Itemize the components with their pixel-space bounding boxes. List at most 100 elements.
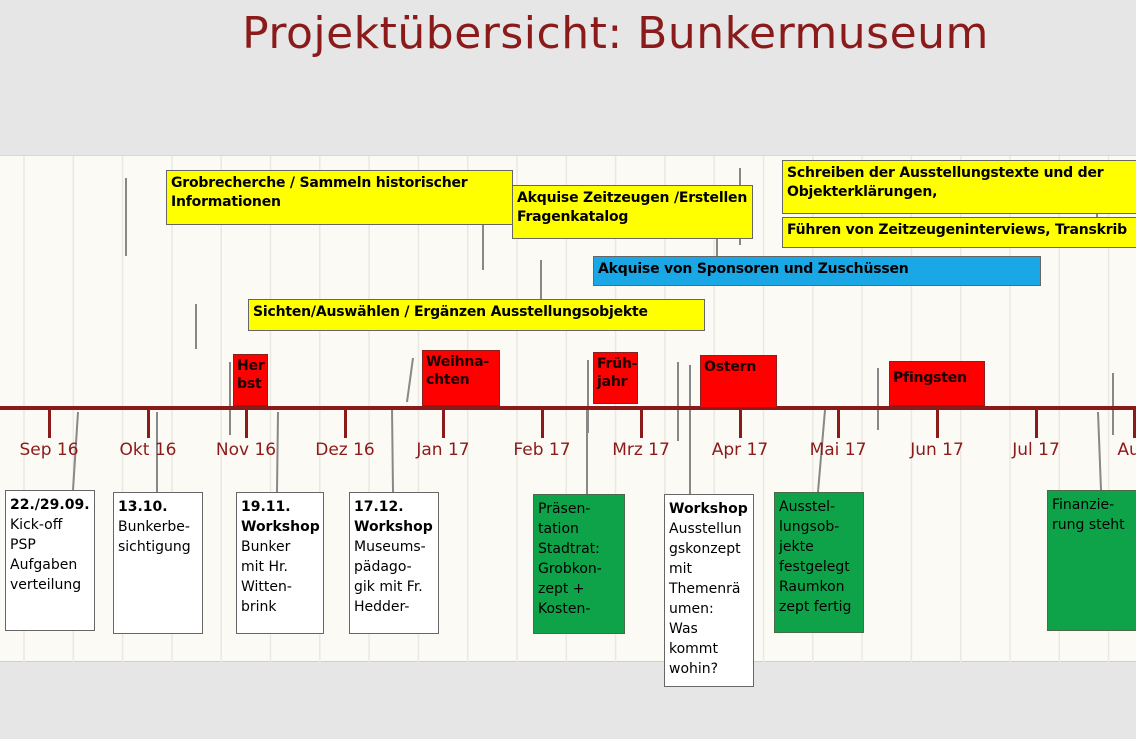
task-label: Grobrecherche / Sammeln historischer: [171, 175, 468, 191]
month-label: Jun 17: [910, 440, 964, 460]
month-label: Jul 17: [1012, 440, 1060, 460]
event-text: zept +: [538, 581, 585, 597]
timeline-axis: [0, 406, 1136, 410]
event-text: lungsob-: [779, 519, 840, 535]
event-text: Kick-off: [10, 517, 63, 533]
event-text: wohin?: [669, 661, 719, 677]
event-text: Raumkon: [779, 579, 845, 595]
event-text: Hedder-: [354, 599, 410, 615]
holiday-label: Her: [237, 358, 265, 374]
task-sponsoren: Akquise von Sponsoren und Zuschüssen: [593, 256, 1041, 286]
event-text: tation: [538, 521, 579, 537]
axis-tick: [739, 408, 742, 438]
event-text: Grobkon-: [538, 561, 602, 577]
task-sichten: Sichten/Auswählen / Ergänzen Ausstellung…: [248, 299, 705, 331]
event-text: Was: [669, 621, 698, 637]
event-text: Themenrä: [669, 581, 741, 597]
axis-tick: [1035, 408, 1038, 438]
event-heading: Workshop: [354, 519, 433, 535]
holiday-weihnachten: Weihna-chten: [422, 350, 500, 406]
event-text: brink: [241, 599, 277, 615]
month-label: Nov 16: [215, 440, 277, 460]
event-text: gskonzept: [669, 541, 741, 557]
holiday-label: jahr: [597, 374, 628, 390]
event-text: Aufgaben: [10, 557, 78, 573]
month-label: Sep 16: [19, 440, 79, 460]
month-label: Mai 17: [809, 440, 867, 460]
event-text: Witten-: [241, 579, 292, 595]
axis-tick: [245, 408, 248, 438]
event-heading: 19.11.: [241, 499, 291, 515]
holiday-label: Weihna-: [426, 354, 490, 370]
event-text: Kosten-: [538, 601, 591, 617]
event-heading: Workshop: [669, 501, 748, 517]
event-text: verteilung: [10, 577, 82, 593]
axis-tick: [48, 408, 51, 438]
month-label: Mrz 17: [612, 440, 670, 460]
task-label: Fragenkatalog: [517, 209, 629, 225]
holiday-label: Früh-: [597, 356, 638, 372]
event-heading: Workshop: [241, 519, 320, 535]
axis-tick: [541, 408, 544, 438]
event-heading: 22./29.09.: [10, 497, 90, 513]
axis-tick: [147, 408, 150, 438]
axis-tick: [344, 408, 347, 438]
axis-tick: [1133, 408, 1136, 438]
event-box: 13.10. Bunkerbe-sichtigung: [113, 492, 203, 634]
holiday-herbst: Her bst: [233, 354, 268, 406]
holiday-fruehjahr: Früh-jahr: [593, 352, 638, 404]
task-label: Informationen: [171, 194, 281, 210]
month-label: Apr 17: [711, 440, 769, 460]
event-text: Bunkerbe-: [118, 519, 190, 535]
event-text: mit: [669, 561, 693, 577]
month-label: Okt 16: [119, 440, 177, 460]
holiday-label: bst: [237, 376, 262, 392]
month-label: Dez 16: [315, 440, 375, 460]
page-title: Projektübersicht: Bunkermuseum: [242, 8, 989, 59]
event-text: Ausstel-: [779, 499, 836, 515]
event-text: jekte: [779, 539, 814, 555]
event-text: Finanzie-: [1052, 497, 1115, 513]
task-label: Schreiben der Ausstellungstexte und der: [787, 165, 1104, 181]
event-text: kommt: [669, 641, 718, 657]
event-text: pädago-: [354, 559, 412, 575]
event-heading: 17.12.: [354, 499, 404, 515]
event-heading: 13.10.: [118, 499, 168, 515]
month-label: Aug: [1117, 440, 1136, 460]
event-text: festgelegt: [779, 559, 850, 575]
task-label: Objekterklärungen,: [787, 184, 938, 200]
axis-tick: [442, 408, 445, 438]
axis-tick: [837, 408, 840, 438]
event-text: Bunker: [241, 539, 291, 555]
task-label: Akquise Zeitzeugen /Erstellen: [517, 190, 748, 206]
event-text: Museums-: [354, 539, 426, 555]
axis-tick: [936, 408, 939, 438]
event-text: Präsen-: [538, 501, 591, 517]
task-interviews: Führen von Zeitzeugeninterviews, Transkr…: [782, 217, 1136, 248]
month-label: Feb 17: [513, 440, 571, 460]
event-text: umen:: [669, 601, 714, 617]
event-text: mit Hr.: [241, 559, 288, 575]
holiday-label: chten: [426, 372, 470, 388]
event-text: Ausstellun: [669, 521, 742, 537]
event-text: Stadtrat:: [538, 541, 600, 557]
month-label: Jan 17: [416, 440, 470, 460]
event-text: gik mit Fr.: [354, 579, 423, 595]
event-text: rung steht: [1052, 517, 1125, 533]
event-text: sichtigung: [118, 539, 191, 555]
event-text: zept fertig: [779, 599, 852, 615]
holiday-ostern: Ostern: [700, 355, 777, 408]
event-text: PSP: [10, 537, 36, 553]
holiday-pfingsten: Pfingsten: [889, 361, 985, 406]
axis-tick: [640, 408, 643, 438]
event-box: Finanzie-rung steht: [1047, 490, 1136, 631]
